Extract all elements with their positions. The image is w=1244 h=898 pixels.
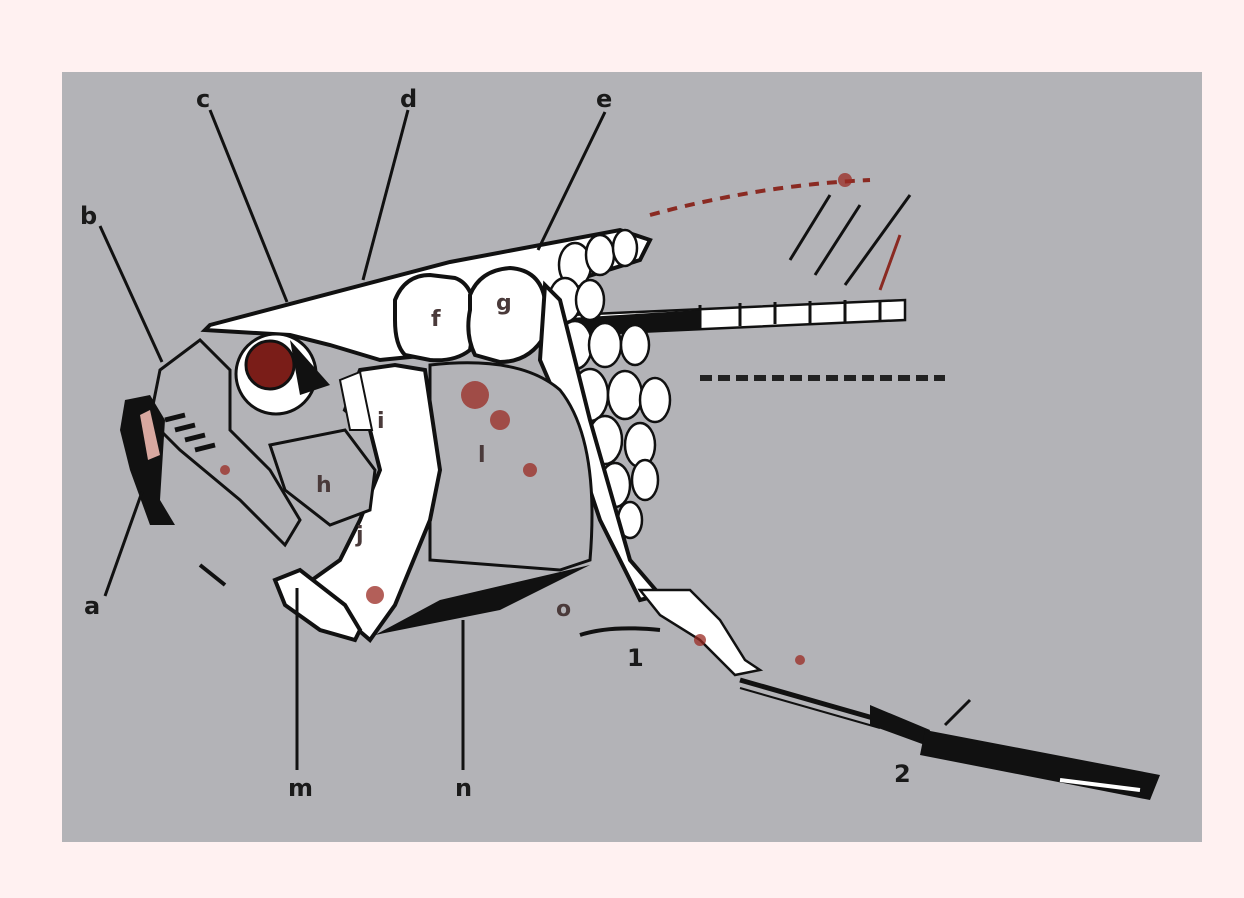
label-o: o [556,597,571,622]
label-b: b [80,202,97,230]
pectoral-girdle [580,590,1160,800]
label-h: h [316,473,332,498]
dorsal-fin-rays [650,180,910,290]
label-1: 1 [627,644,644,672]
label-d: d [400,85,417,113]
label-2: 2 [894,760,911,788]
label-e: e [596,85,612,113]
label-l: l [478,443,486,468]
vertebral-column [570,300,905,336]
label-g: g [496,291,512,316]
label-c: c [196,85,210,113]
eye [236,334,330,414]
label-i: i [377,409,385,434]
label-j: j [355,523,364,548]
label-a: a [84,592,100,620]
label-m: m [288,774,313,802]
label-f: f [431,307,441,332]
label-n: n [455,774,472,802]
